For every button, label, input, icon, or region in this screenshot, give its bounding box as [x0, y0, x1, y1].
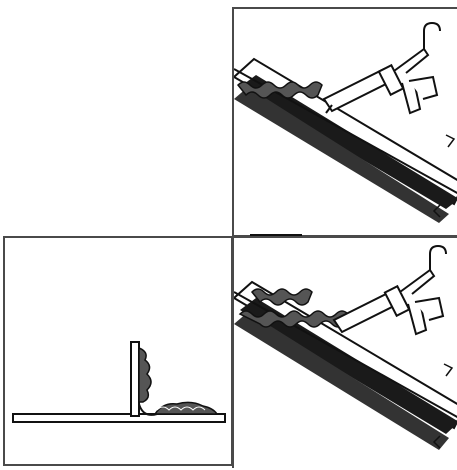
- profile-section-illustration: [12, 341, 226, 423]
- panel-caulking-step-1: [232, 7, 457, 237]
- callout-mark: [432, 204, 441, 218]
- sealant-bead: [238, 288, 349, 328]
- callout-mark: [445, 134, 456, 148]
- sealant-bead: [236, 81, 323, 99]
- caulking-gun-icon: [322, 21, 441, 115]
- sealant-bead-vertical: [138, 346, 152, 403]
- panel-caulking-step-2: [232, 236, 457, 468]
- caulking-gun-icon: [332, 244, 447, 336]
- panel-profile-section: [3, 236, 233, 466]
- sealant-bead-horizontal: [153, 401, 219, 415]
- caulking-gun-illustration-2: [234, 244, 457, 450]
- callout-mark: [443, 363, 454, 377]
- caulking-gun-illustration-1: [234, 21, 457, 223]
- callout-mark: [432, 435, 441, 449]
